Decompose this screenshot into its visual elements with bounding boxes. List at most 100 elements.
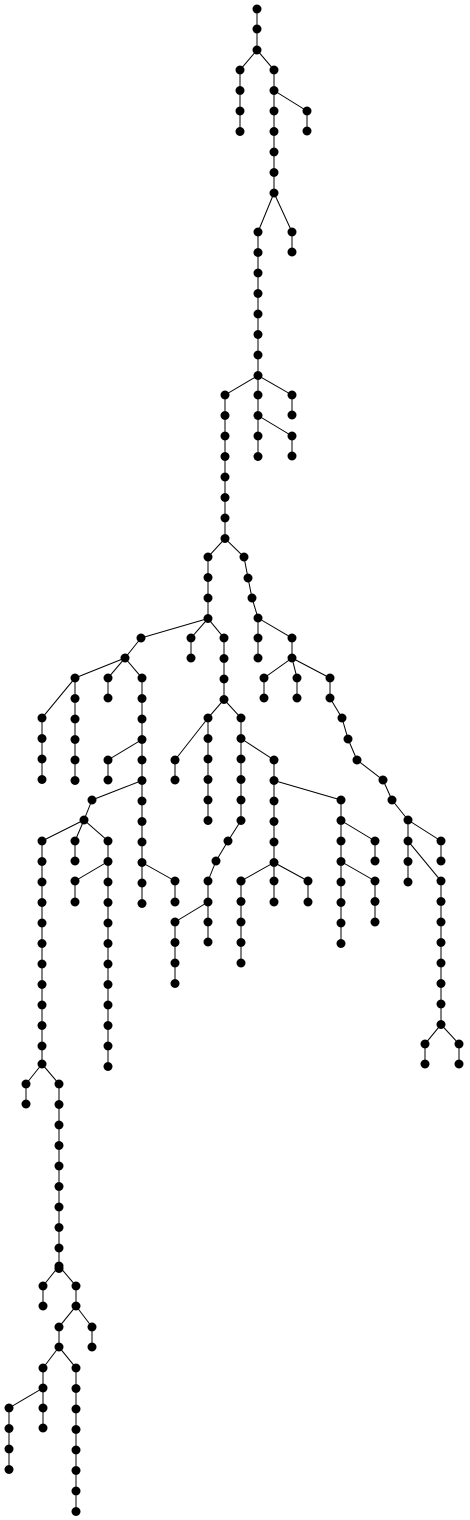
tree-node	[70, 735, 80, 744]
tree-node	[259, 693, 269, 703]
tree-node	[103, 959, 113, 969]
tree-node	[54, 1202, 64, 1212]
tree-node	[38, 1301, 48, 1311]
tree-edge	[140, 618, 209, 639]
tree-node	[54, 1322, 64, 1332]
tree-node	[436, 876, 446, 886]
tree-node	[103, 1041, 113, 1051]
tree-node	[403, 836, 413, 846]
tree-node	[203, 734, 213, 743]
tree-node	[287, 410, 297, 420]
tree-node	[137, 776, 147, 785]
tree-node	[247, 593, 257, 603]
tree-edge	[58, 1305, 77, 1328]
tree-node	[325, 693, 335, 703]
tree-node	[287, 633, 297, 643]
tree-node	[103, 980, 113, 989]
tree-node	[239, 552, 249, 562]
tree-node	[103, 898, 113, 907]
tree-node	[38, 1423, 48, 1433]
tree-node	[38, 1383, 48, 1393]
tree-node	[103, 1062, 113, 1071]
tree-node	[253, 289, 263, 298]
tree-node	[236, 795, 246, 805]
tree-node	[87, 1322, 97, 1332]
tree-edge	[257, 415, 293, 437]
tree-node	[54, 1100, 64, 1109]
tree-node	[170, 775, 180, 785]
tree-node	[70, 897, 80, 907]
tree-node	[70, 876, 80, 886]
tree-node	[235, 86, 245, 95]
tree-node	[103, 1000, 113, 1010]
tree-node	[54, 1261, 64, 1271]
tree-node	[21, 1079, 31, 1089]
tree-node	[236, 917, 246, 927]
tree-node	[253, 613, 263, 623]
tree-node	[203, 593, 213, 603]
tree-node	[269, 755, 279, 765]
tree-node	[252, 4, 262, 14]
tree-node	[235, 106, 245, 116]
tree-node	[103, 939, 113, 948]
tree-node	[436, 897, 446, 906]
tree-node	[54, 1079, 64, 1089]
tree-node	[253, 390, 263, 400]
tree-node	[370, 917, 380, 927]
tree-node	[170, 876, 180, 886]
tree-node	[292, 693, 302, 703]
tree-node	[220, 472, 230, 482]
tree-node	[103, 836, 113, 846]
tree-node	[71, 1281, 81, 1291]
tree-edge	[340, 820, 376, 842]
tree-node	[269, 876, 279, 886]
tree-edge	[356, 759, 384, 781]
tree-node	[436, 856, 446, 866]
tree-node	[38, 1363, 48, 1373]
tree-node	[103, 775, 113, 785]
tree-node	[137, 735, 147, 744]
tree-node	[253, 248, 263, 257]
tree-node	[37, 877, 47, 887]
tree-node	[336, 836, 346, 846]
tree-node	[71, 1466, 81, 1475]
tree-node	[103, 1021, 113, 1030]
tree-node	[325, 673, 335, 683]
tree-edge	[174, 901, 209, 923]
tree-node	[137, 673, 147, 683]
tree-node	[21, 1099, 31, 1109]
tree-edge	[224, 375, 259, 396]
tree-node	[219, 633, 229, 643]
tree-node	[253, 431, 263, 441]
tree-node	[70, 776, 80, 785]
tree-node	[79, 815, 89, 825]
tree-node	[37, 918, 47, 928]
tree-node	[170, 917, 180, 927]
tree-node	[454, 1039, 464, 1049]
tree-node	[220, 513, 230, 523]
tree-node	[203, 713, 213, 723]
tree-node	[220, 493, 230, 502]
tree-node	[4, 1424, 14, 1433]
tree-node	[403, 815, 413, 825]
tree-node	[137, 755, 147, 765]
tree-node	[420, 1059, 430, 1069]
tree-node	[137, 796, 147, 806]
tree-node	[38, 1281, 48, 1291]
tree-node	[269, 168, 279, 177]
tree-node	[220, 390, 230, 400]
tree-node	[343, 734, 353, 744]
tree-edge	[240, 862, 275, 882]
tree-node	[203, 795, 213, 805]
tree-node	[370, 897, 380, 906]
tree-node	[203, 573, 213, 582]
tree-node	[71, 1486, 81, 1496]
tree-node	[137, 837, 147, 847]
tree-node	[170, 979, 180, 988]
tree-node	[336, 816, 346, 825]
tree-node	[170, 958, 180, 968]
tree-node	[253, 633, 263, 643]
tree-node	[71, 1425, 81, 1434]
tree-node	[71, 1363, 81, 1373]
